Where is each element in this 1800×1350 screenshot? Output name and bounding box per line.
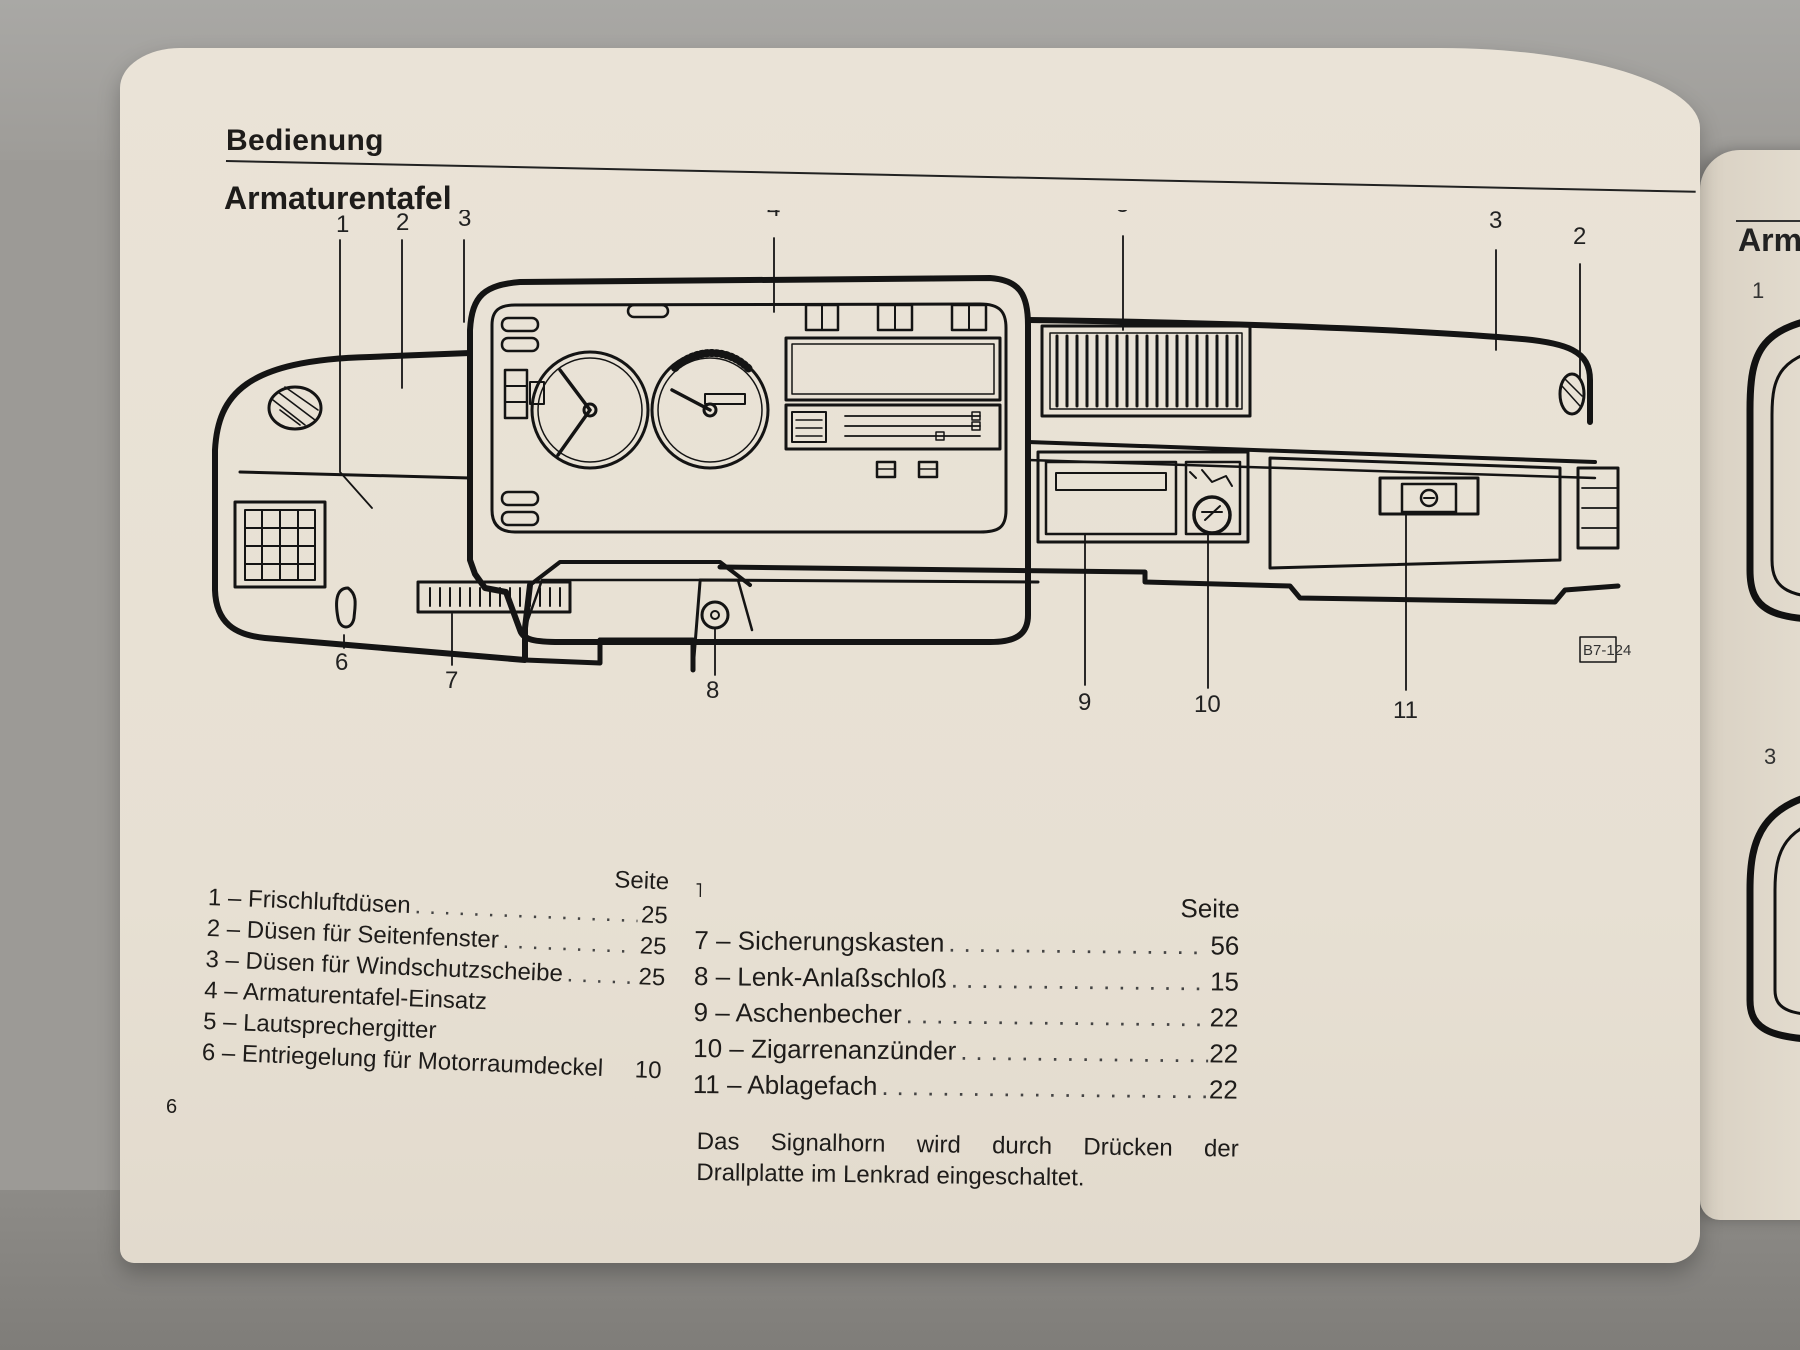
seite-header-right: Seite (1180, 893, 1240, 924)
page-number: 6 (166, 1096, 178, 1118)
callout-8: 8 (706, 677, 719, 704)
callout-3-right: 3 (1489, 210, 1502, 234)
section-heading: Bedienung (226, 124, 384, 157)
legend-item-8: 8 – Lenk-Anlaßschloß ...................… (693, 960, 1240, 998)
callout-6: 6 (335, 649, 348, 676)
legend-item-7: 7 – Sicherungskasten ...................… (694, 924, 1240, 962)
next-page-diagram (1746, 319, 1800, 1042)
legend-left: Seite 1 – Frischluftdüsen ..............… (201, 850, 669, 1088)
callout-4: 4 (767, 210, 780, 222)
legend-item-11: 11 – Ablagefach ........................… (692, 1068, 1238, 1106)
callout-9: 9 (1078, 689, 1091, 716)
callout-11: 11 (1393, 697, 1418, 724)
reference-code: B7-124 (1583, 642, 1631, 659)
margin-mark: ˥ (694, 880, 703, 903)
manual-page (120, 48, 1700, 1263)
next-page-callout-1: 1 (1752, 278, 1765, 303)
callout-2-right: 2 (1573, 223, 1586, 250)
callout-1: 1 (336, 211, 349, 238)
next-page-title: Arm (1738, 222, 1800, 258)
callout-3: 3 (458, 210, 471, 232)
next-page-rule (1736, 220, 1800, 222)
dashboard-diagram: 1 2 3 4 5 3 2 6 7 8 9 10 11 B7-124 (212, 210, 1631, 724)
legend-right: ˥ Seite 7 – Sicherungskasten ...........… (693, 880, 1240, 1111)
callout-10: 10 (1194, 691, 1221, 718)
next-page-edge: Arm 1 3 (1700, 150, 1800, 1220)
page-title: Armaturentafel (224, 180, 452, 216)
legend-item-9: 9 – Aschenbecher .......................… (693, 996, 1239, 1034)
callout-5: 5 (1116, 210, 1129, 218)
legend-item-10: 10 – Zigarrenanzünder ..................… (693, 1032, 1239, 1070)
horn-note: Das Signalhorn wird durch Drücken der Dr… (696, 1126, 1239, 1196)
next-page-callout-3: 3 (1764, 744, 1777, 769)
callout-2: 2 (396, 210, 409, 236)
callout-7: 7 (445, 667, 458, 694)
